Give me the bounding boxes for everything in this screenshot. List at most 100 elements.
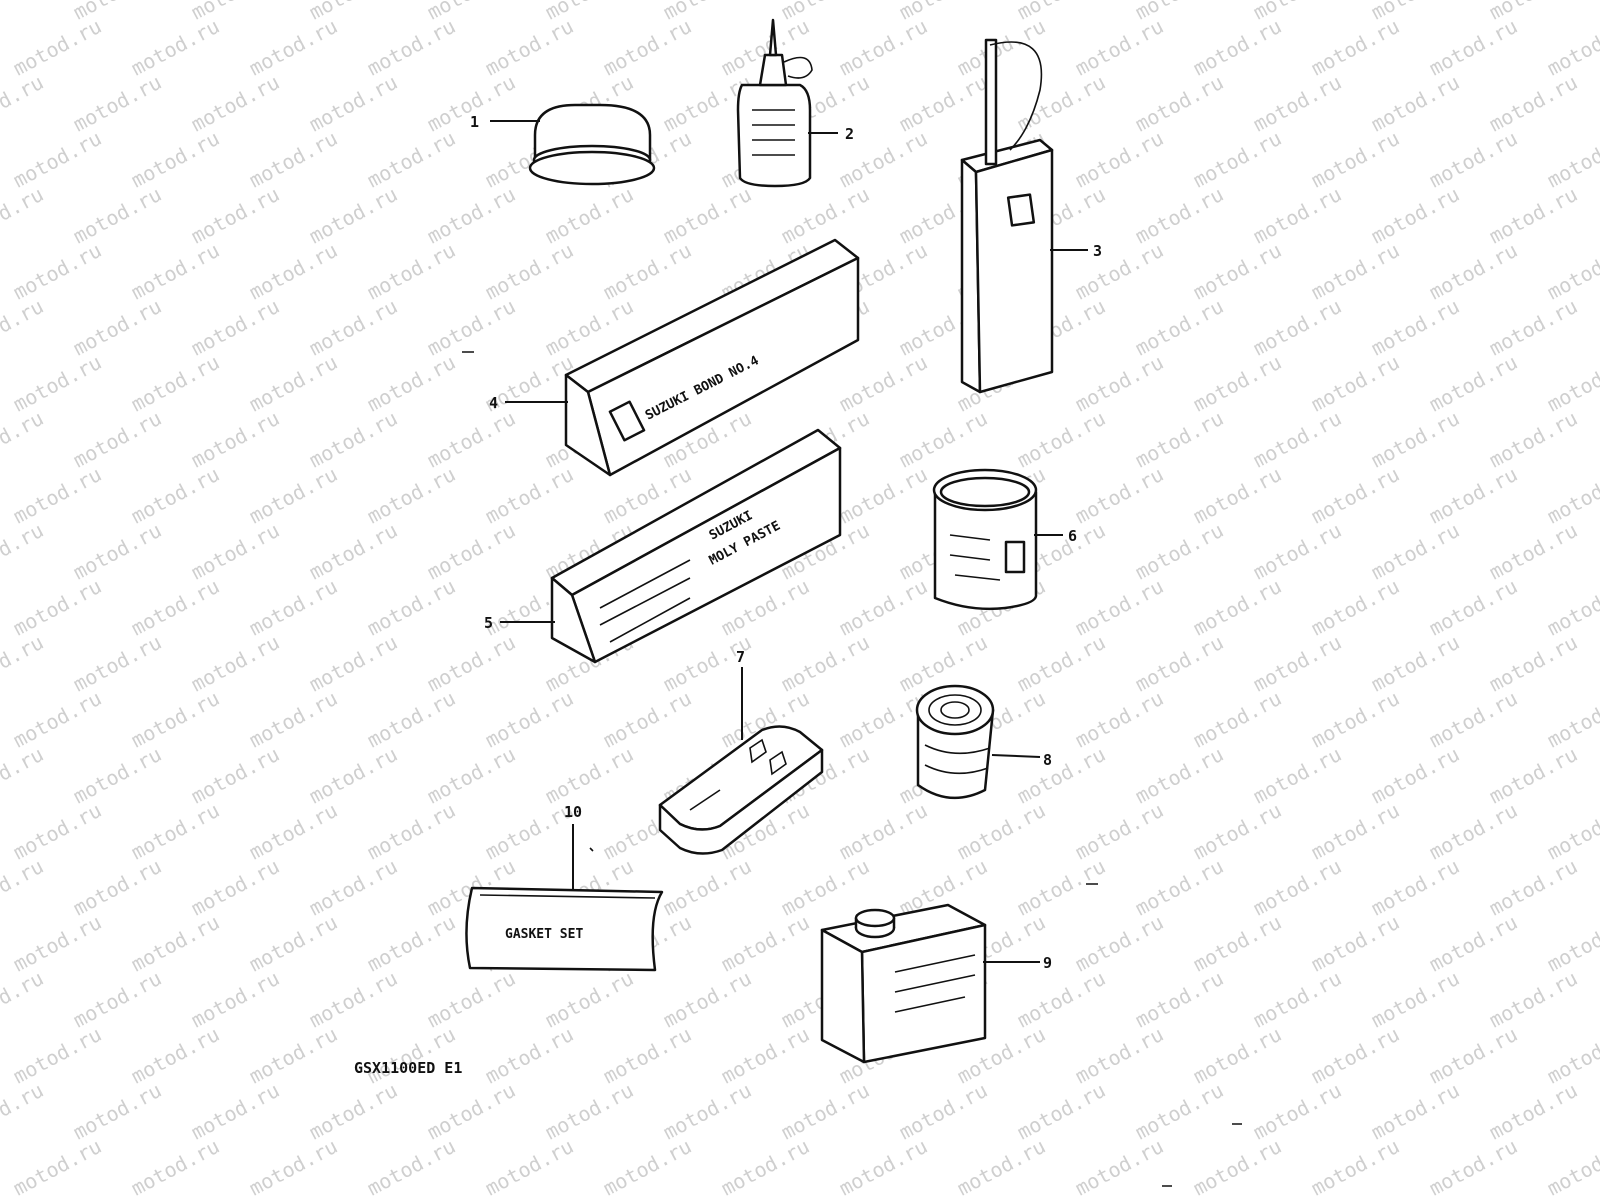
watermark-text: motod.ru <box>1543 910 1600 976</box>
watermark-text: motod.ru <box>363 798 459 864</box>
watermark-text: motod.ru <box>187 518 283 584</box>
watermark-text: motod.ru <box>481 1022 577 1088</box>
watermark-text: motod.ru <box>245 1134 341 1200</box>
watermark-text: motod.ru <box>1071 1134 1167 1200</box>
callout-10: 10 <box>564 803 582 821</box>
watermark-text: motod.ru <box>777 854 873 920</box>
watermark-text: motod.ru <box>1189 798 1285 864</box>
watermark-text: motod.ru <box>187 854 283 920</box>
watermark-text: motod.ru <box>599 238 695 304</box>
watermark-text: motod.ru <box>245 14 341 80</box>
watermark-text: motod.ru <box>481 686 577 752</box>
watermark-text: motod.ru <box>1307 574 1403 640</box>
callout-6: 6 <box>1068 527 1077 545</box>
watermark-text: motod.ru <box>0 182 47 248</box>
watermark-text: motod.ru <box>127 14 223 80</box>
watermark-text: motod.ru <box>0 518 47 584</box>
watermark-text: motod.ru <box>423 182 519 248</box>
watermark-text: motod.ru <box>1425 350 1521 416</box>
watermark-text: motod.ru <box>9 462 105 528</box>
watermark-text: motod.ru <box>1131 1078 1227 1144</box>
watermark-text: motod.ru <box>363 1134 459 1200</box>
watermark-text: motod.ru <box>659 966 755 1032</box>
callout-3: 3 <box>1093 242 1102 260</box>
callout-1: 1 <box>470 113 479 131</box>
watermark-text: motod.ru <box>1367 70 1463 136</box>
callout-9: 9 <box>1043 954 1052 972</box>
callout-7: 7 <box>736 648 745 666</box>
watermark-text: motod.ru <box>1071 686 1167 752</box>
watermark-text: motod.ru <box>305 518 401 584</box>
watermark-text: motod.ru <box>1485 630 1581 696</box>
watermark-text: motod.ru <box>1485 854 1581 920</box>
part-4-bond-box: SUZUKI BOND NO.4 <box>564 238 860 477</box>
watermark-text: motod.ru <box>9 14 105 80</box>
watermark-text: motod.ru <box>1071 238 1167 304</box>
watermark-text: motod.ru <box>127 1134 223 1200</box>
watermark-text: motod.ru <box>69 1078 165 1144</box>
watermark-text: motod.ru <box>1189 686 1285 752</box>
watermark-text: motod.ru <box>835 462 931 528</box>
watermark-text: motod.ru <box>1071 14 1167 80</box>
watermark-text: motod.ru <box>717 1134 813 1200</box>
watermark-text: motod.ru <box>1425 574 1521 640</box>
watermark-text: motod.ru <box>659 1078 755 1144</box>
watermark-text: motod.ru <box>1425 126 1521 192</box>
watermark-text: motod.ru <box>1307 350 1403 416</box>
watermark-text: motod.ru <box>127 910 223 976</box>
watermark-text: motod.ru <box>1425 910 1521 976</box>
part-8-short-can <box>915 684 995 800</box>
watermark-text: motod.ru <box>69 966 165 1032</box>
watermark-text: motod.ru <box>481 238 577 304</box>
watermark-text: motod.ru <box>1307 238 1403 304</box>
watermark-text: motod.ru <box>1071 350 1167 416</box>
watermark-text: motod.ru <box>305 294 401 360</box>
watermark-text: motod.ru <box>363 910 459 976</box>
watermark-text: motod.ru <box>1013 742 1109 808</box>
watermark-text: motod.ru <box>245 686 341 752</box>
watermark-text: motod.ru <box>1131 854 1227 920</box>
watermark-text: motod.ru <box>1485 182 1581 248</box>
watermark-text: motod.ru <box>9 910 105 976</box>
watermark-text: motod.ru <box>305 630 401 696</box>
watermark-text: motod.ru <box>1013 966 1109 1032</box>
watermark-text: motod.ru <box>1543 14 1600 80</box>
watermark-text: motod.ru <box>363 14 459 80</box>
watermark-text: motod.ru <box>1189 1134 1285 1200</box>
watermark-text: motod.ru <box>541 742 637 808</box>
watermark-text: motod.ru <box>245 910 341 976</box>
watermark-text: motod.ru <box>717 910 813 976</box>
leader-line-8 <box>991 754 1041 758</box>
watermark-text: motod.ru <box>1307 1134 1403 1200</box>
callout-5: 5 <box>484 614 493 632</box>
watermark-text: motod.ru <box>423 1078 519 1144</box>
watermark-text: motod.ru <box>541 966 637 1032</box>
part-9-oil-can <box>820 903 987 1064</box>
watermark-text: motod.ru <box>9 1022 105 1088</box>
watermark-text: motod.ru <box>1249 630 1345 696</box>
watermark-text: motod.ru <box>1189 1022 1285 1088</box>
watermark-text: motod.ru <box>1367 182 1463 248</box>
watermark-text: motod.ru <box>1071 126 1167 192</box>
watermark-text: motod.ru <box>1485 70 1581 136</box>
watermark-text: motod.ru <box>9 1134 105 1200</box>
watermark-text: motod.ru <box>9 126 105 192</box>
watermark-text: motod.ru <box>1249 1078 1345 1144</box>
watermark-text: motod.ru <box>1307 798 1403 864</box>
watermark-text: motod.ru <box>127 686 223 752</box>
watermark-text: motod.ru <box>245 798 341 864</box>
watermark-text: motod.ru <box>1071 462 1167 528</box>
watermark-text: motod.ru <box>1485 1078 1581 1144</box>
watermark-text: motod.ru <box>0 0 47 24</box>
gasket-set-label: GASKET SET <box>505 927 583 942</box>
callout-8: 8 <box>1043 751 1052 769</box>
watermark-text: motod.ru <box>0 1078 47 1144</box>
watermark-text: motod.ru <box>127 462 223 528</box>
watermark-text: motod.ru <box>1367 518 1463 584</box>
watermark-text: motod.ru <box>777 630 873 696</box>
watermark-text: motod.ru <box>423 966 519 1032</box>
watermark-text: motod.ru <box>0 630 47 696</box>
part-7-flat-tin <box>658 725 824 855</box>
watermark-text: motod.ru <box>1485 966 1581 1032</box>
